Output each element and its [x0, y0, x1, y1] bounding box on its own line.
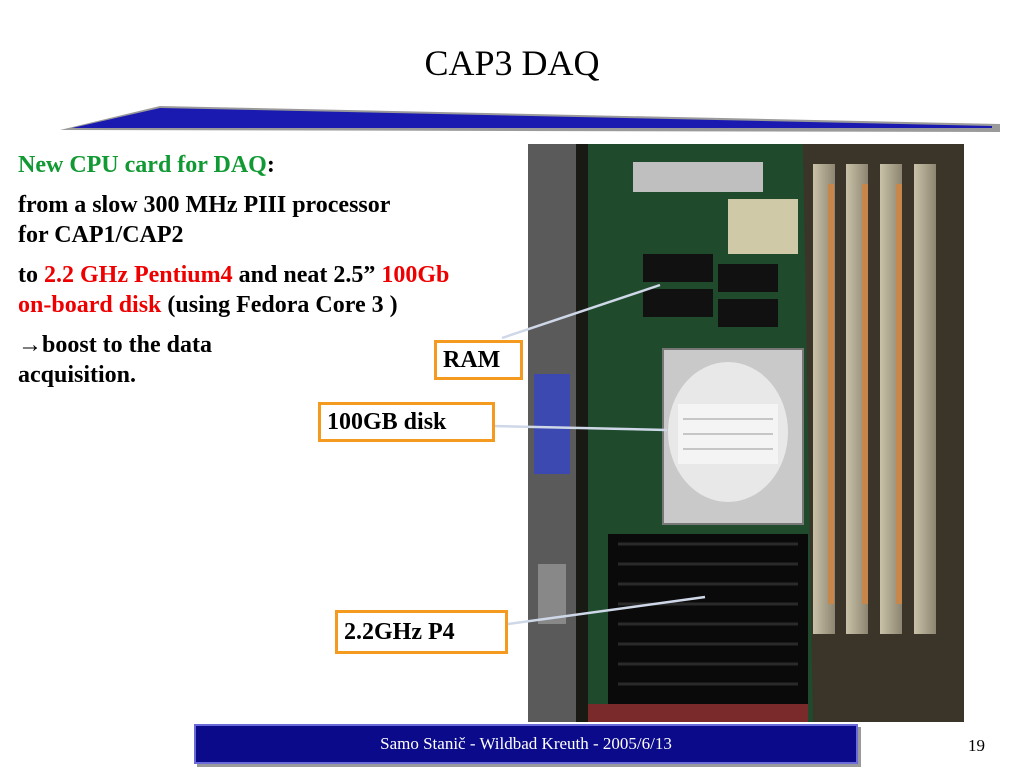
heading-text: New CPU card for DAQ	[18, 152, 267, 178]
boost-text: →boost to the data acquisition.	[18, 332, 213, 388]
and-neat-text: and neat 2.5”	[232, 262, 382, 288]
cpu-board-photo	[528, 144, 964, 722]
cpu-card-heading: New CPU card for DAQ:	[18, 150, 488, 180]
cpu-highlight: 2.2 GHz Pentium4	[44, 262, 233, 288]
old-processor-text: from a slow 300 MHz PIII processor for C…	[18, 192, 390, 248]
title-underline-bar	[60, 106, 1000, 132]
disk-highlight: 100Gb on-board disk	[18, 262, 450, 318]
heading-colon: :	[266, 152, 275, 178]
page-number: 19	[968, 736, 985, 755]
to-text: to	[18, 262, 44, 288]
body-text: New CPU card for DAQ: from a slow 300 MH…	[18, 150, 488, 400]
new-hardware-text: to 2.2 GHz Pentium4 and neat 2.5” 100Gb …	[18, 260, 468, 320]
cpu-callout: 2.2GHz P4	[335, 610, 508, 654]
fedora-text: (using Fedora Core 3 )	[161, 292, 398, 318]
disk-callout: 100GB disk	[318, 402, 495, 442]
ram-callout: RAM	[434, 340, 523, 380]
slide-title: CAP3 DAQ	[424, 43, 600, 83]
footer-banner: Samo Stanič - Wildbad Kreuth - 2005/6/13	[194, 724, 858, 764]
